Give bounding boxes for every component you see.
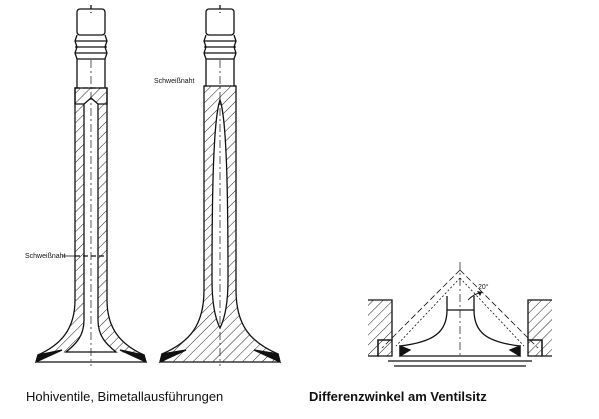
left-valve-tip [74, 5, 108, 60]
caption-right: Differenzwinkel am Ventilsitz [309, 389, 487, 404]
seat-angle-line-outer-right [459, 269, 539, 349]
seat-angle-line-inner-left [395, 277, 461, 347]
middle-valve [159, 5, 281, 366]
left-valve-stem [35, 59, 147, 363]
angle-label: 20° [478, 283, 489, 291]
seat-angle-line-inner-right [459, 277, 525, 347]
middle-valve-tip [203, 5, 237, 60]
left-valve [34, 5, 148, 366]
right-weld-label: Schweißnaht [154, 78, 195, 85]
left-weld-label: Schweißnaht [25, 253, 66, 260]
seat-angle-line-outer-left [381, 269, 461, 349]
seat-detail [368, 262, 552, 367]
caption-left: Hohiventile, Bimetallausführungen [26, 389, 224, 404]
